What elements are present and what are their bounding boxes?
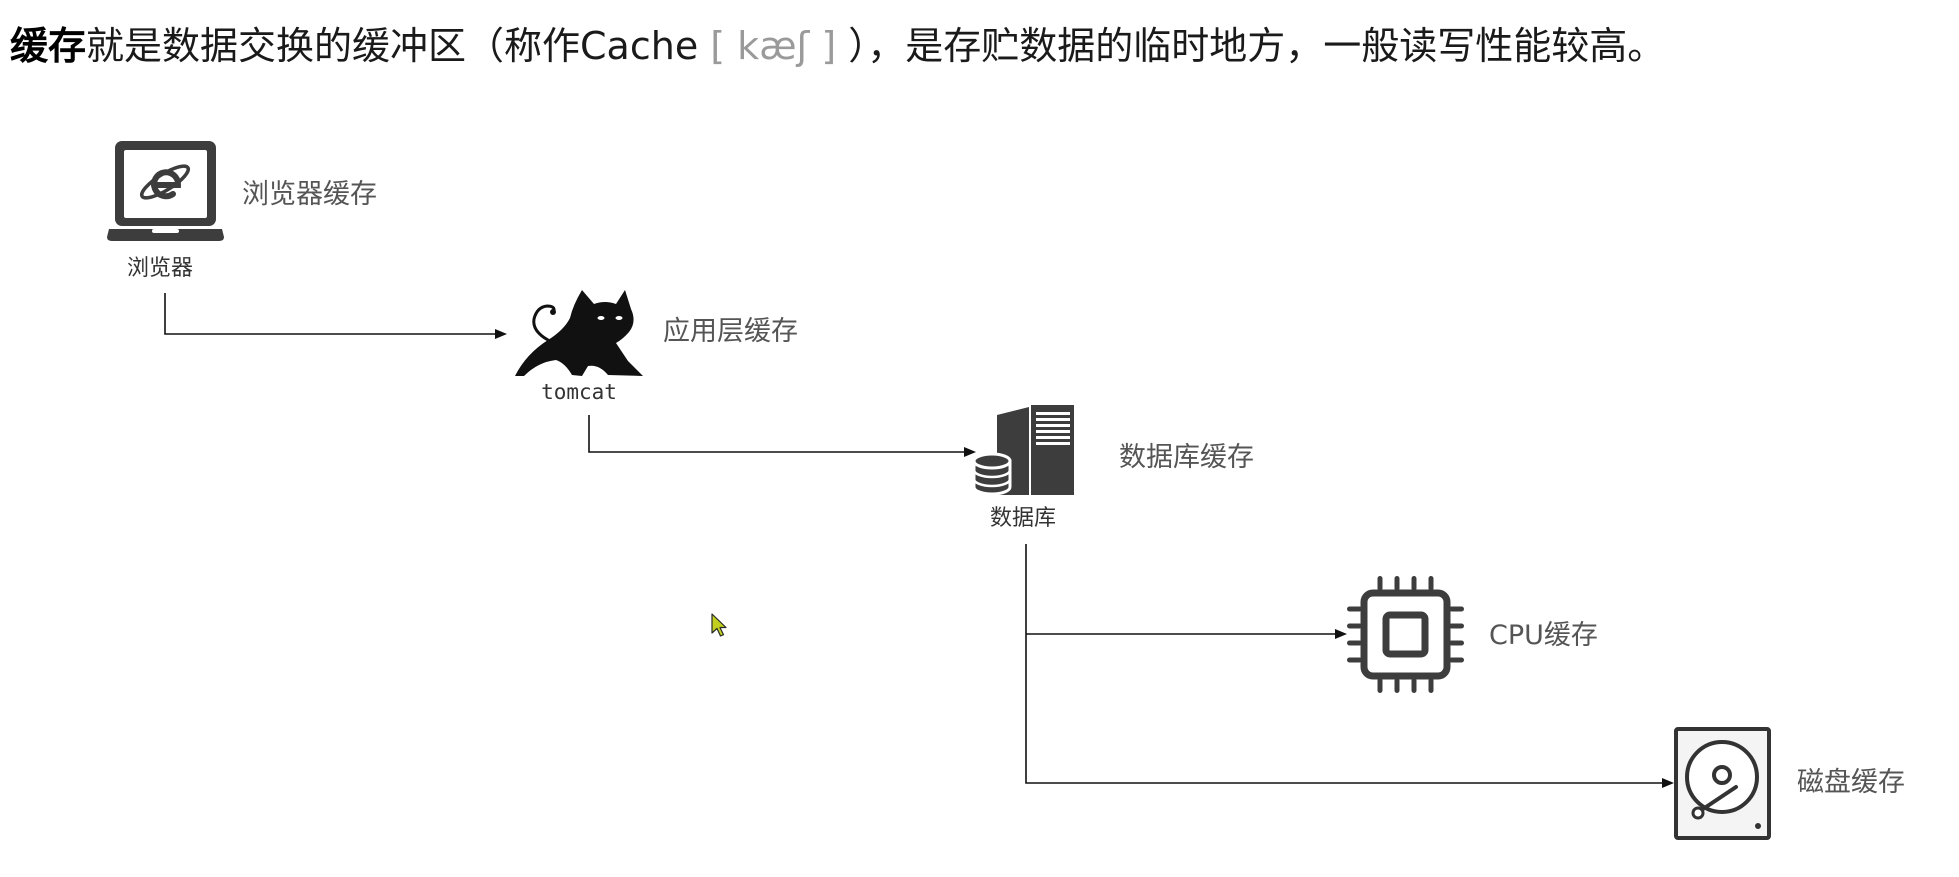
cpu-pin <box>1428 576 1434 591</box>
database-cache-label: 数据库缓存 <box>1119 442 1254 473</box>
disk-read-arm <box>1698 785 1738 813</box>
database-cylinder-top <box>972 452 1012 470</box>
cpu-pin <box>1377 576 1383 591</box>
cpu-cache-label: CPU缓存 <box>1489 620 1598 651</box>
cpu-pin <box>1411 576 1417 591</box>
tomcat-cat-left-eye <box>597 316 605 320</box>
heading-text: 就是数据交换的缓冲区（称作Cache <box>86 24 711 68</box>
cpu-pin <box>1347 623 1362 629</box>
ie-orbit-ring <box>139 164 191 200</box>
laptop-base <box>107 229 224 241</box>
tomcat-tail-tip <box>550 309 556 315</box>
cpu-pin <box>1394 576 1400 591</box>
tomcat-cat-body <box>515 290 643 376</box>
cpu-pin <box>1411 678 1417 693</box>
cpu-pin <box>1347 640 1362 646</box>
disk-platter <box>1685 740 1759 814</box>
server-vent-line <box>1036 412 1070 415</box>
database-cylinder-icon <box>972 452 1012 496</box>
cpu-chip-icon <box>1347 576 1464 693</box>
browser-icon-label: 浏览器 <box>126 256 194 281</box>
heading-tail: ），是存贮数据的临时地方，一般读写性能较高。 <box>836 24 1666 68</box>
server-vent-line <box>1036 418 1070 421</box>
database-icon-label: 数据库 <box>989 506 1057 531</box>
disk-screw <box>1755 823 1761 829</box>
cpu-pin <box>1449 640 1464 646</box>
cpu-pin <box>1428 678 1434 693</box>
cpu-pin <box>1449 657 1464 663</box>
cpu-pin <box>1394 678 1400 693</box>
cpu-pin <box>1377 678 1383 693</box>
heading-phonetic: [ kæʃ ] <box>710 24 837 68</box>
cpu-pin <box>1347 606 1362 612</box>
tomcat-cat-right-eye <box>615 316 623 320</box>
browser-cache-label: 浏览器缓存 <box>242 179 377 210</box>
connector-tomcat-to-database <box>588 415 964 453</box>
server-vent-lines <box>1036 412 1070 445</box>
hard-disk-icon <box>1674 727 1771 840</box>
cpu-pins-right <box>1449 606 1464 663</box>
disk-arm-pivot <box>1691 806 1705 820</box>
server-vent-line <box>1036 436 1070 439</box>
laptop-ie-icon <box>107 141 224 241</box>
cpu-pins-bottom <box>1377 678 1434 693</box>
arrowhead-tomcat-to-database <box>964 447 976 457</box>
server-vent-line <box>1036 442 1070 445</box>
cpu-chip-body <box>1360 589 1451 680</box>
server-vent-line <box>1036 430 1070 433</box>
app-cache-label: 应用层缓存 <box>663 316 798 347</box>
arrowhead-database-to-disk <box>1662 778 1674 788</box>
server-vent-line <box>1036 424 1070 427</box>
cpu-pins-top <box>1377 576 1434 591</box>
cpu-chip-core <box>1382 611 1429 658</box>
cpu-pin <box>1449 623 1464 629</box>
arrowhead-database-to-cpu <box>1335 629 1347 639</box>
cpu-pins-left <box>1347 606 1362 663</box>
tomcat-cat-icon <box>515 290 643 376</box>
tomcat-cat-tail <box>532 304 556 342</box>
disk-cache-label: 磁盘缓存 <box>1797 767 1905 798</box>
arrowhead-browser-to-tomcat <box>495 329 507 339</box>
tomcat-icon-label: tomcat <box>541 380 617 404</box>
cpu-pin <box>1347 657 1362 663</box>
heading-keyword: 缓存 <box>10 24 87 68</box>
connector-database-to-disk <box>1025 544 1662 784</box>
cpu-pin <box>1449 606 1464 612</box>
disk-spindle <box>1712 765 1732 785</box>
connector-browser-to-tomcat <box>164 293 495 335</box>
database-server-icon <box>972 405 1074 496</box>
mouse-pointer-icon <box>711 613 727 637</box>
database-cylinder-band <box>972 478 1012 488</box>
page-heading: 缓存就是数据交换的缓冲区（称作Cache [ kæʃ ] ），是存贮数据的临时地… <box>10 22 1665 70</box>
database-cylinder-band <box>972 469 1012 479</box>
laptop-trackpad-notch <box>152 229 179 233</box>
